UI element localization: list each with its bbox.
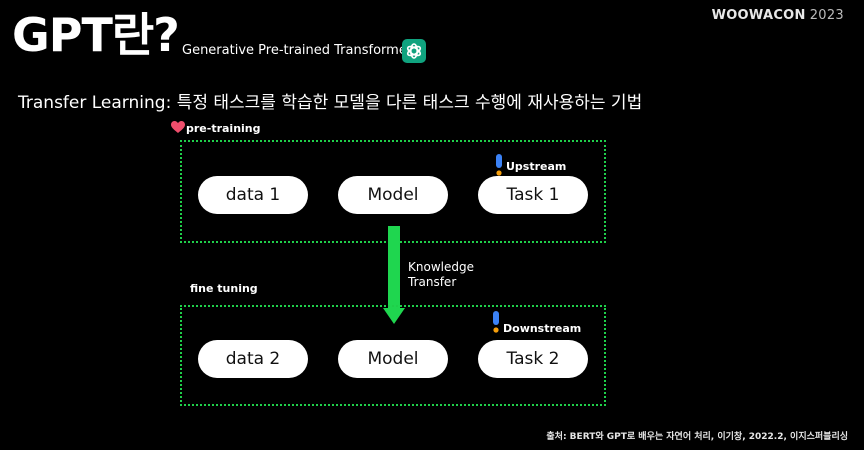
exclamation-icon [493,311,499,333]
openai-logo-icon [402,39,426,63]
brand-year: 2023 [809,8,844,23]
page-subtitle: Generative Pre-trained Transformer [182,43,413,58]
heart-icon [171,121,185,133]
downstream-label: Downstream [503,322,582,335]
finetuning-task-node: Task 2 [478,340,588,378]
pretraining-label: pre-training [186,122,261,135]
finetuning-box [180,305,606,406]
finetuning-data-node: data 2 [198,340,308,378]
brand-name: WOOWACON [711,8,806,23]
knowledge-transfer-label: Knowledge Transfer [408,260,474,290]
transfer-arrow-shaft [388,226,400,310]
knowledge-transfer-line-1: Knowledge [408,260,474,274]
page-title: GPT란? [12,8,180,62]
finetuning-model-node: Model [338,340,448,378]
pretraining-data-node: data 1 [198,176,308,214]
upstream-label: Upstream [506,160,567,173]
pretraining-model-node: Model [338,176,448,214]
pretraining-task-node: Task 1 [478,176,588,214]
section-heading: Transfer Learning: 특정 태스크를 학습한 모델을 다른 태스… [18,93,643,113]
knowledge-transfer-line-2: Transfer [408,275,457,289]
openai-logo-shape [406,43,422,59]
transfer-arrow-head [383,308,405,324]
exclamation-icon [496,154,502,176]
finetuning-label: fine tuning [190,282,258,295]
source-citation: 출처: BERT와 GPT로 배우는 자연어 처리, 이기창, 2022.2, … [546,432,848,442]
